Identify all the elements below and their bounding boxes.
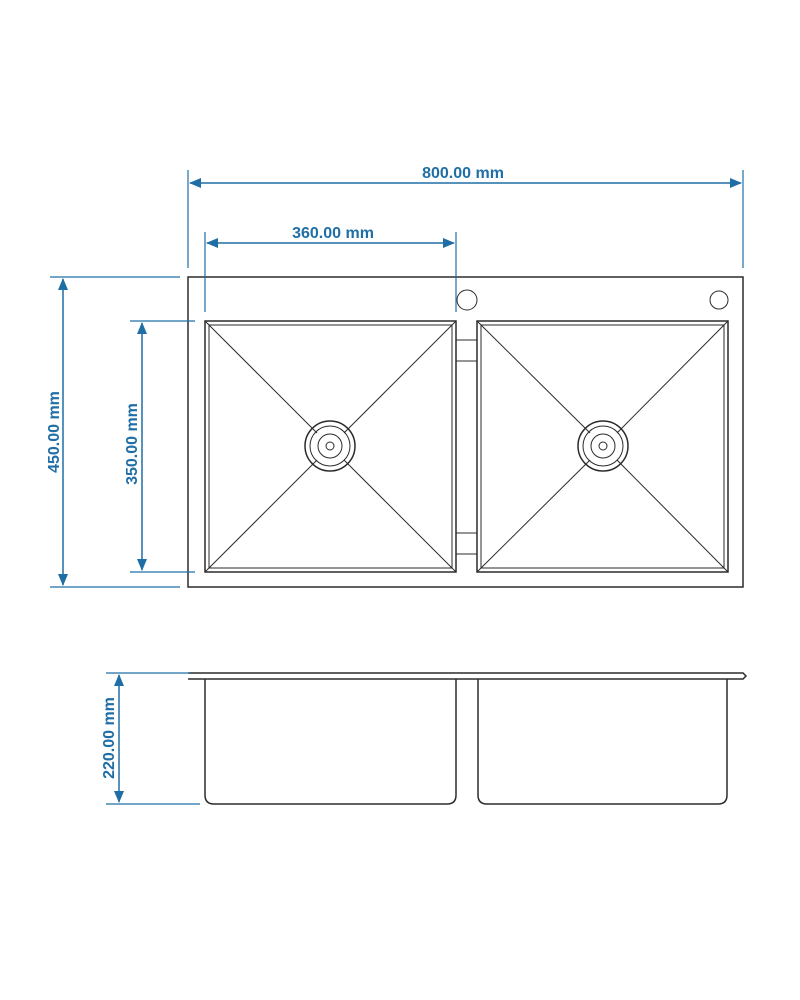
tap-hole-left: [456, 289, 478, 311]
dimension-bowl-width: 360.00 mm: [204, 225, 457, 312]
dimension-overall-depth: 450.00 mm: [46, 276, 180, 588]
bowl-height-label: 220.00 mm: [101, 697, 118, 779]
countertop-edge: [188, 672, 748, 680]
dimension-overall-width: 800.00 mm: [187, 165, 744, 268]
drain-left: [304, 420, 356, 472]
dimension-bowl-depth: 350.00 mm: [124, 320, 195, 573]
right-bowl-profile: [477, 679, 728, 805]
left-bowl: [204, 320, 457, 573]
overall-depth-label: 450.00 mm: [46, 391, 63, 473]
dimension-bowl-height: 220.00 mm: [101, 672, 200, 805]
overall-width-label: 800.00 mm: [422, 165, 504, 182]
side-view: [188, 672, 748, 805]
countertop-outline: [187, 276, 744, 588]
bowl-connector-bottom: [455, 532, 478, 555]
right-bowl: [476, 320, 729, 573]
bowl-width-label: 360.00 mm: [292, 225, 374, 242]
top-view: [187, 276, 744, 588]
left-bowl-profile: [204, 679, 457, 805]
bowl-connector-top: [455, 339, 478, 362]
tap-hole-right: [709, 290, 729, 310]
drain-right: [577, 420, 629, 472]
bowl-depth-label: 350.00 mm: [124, 403, 141, 485]
